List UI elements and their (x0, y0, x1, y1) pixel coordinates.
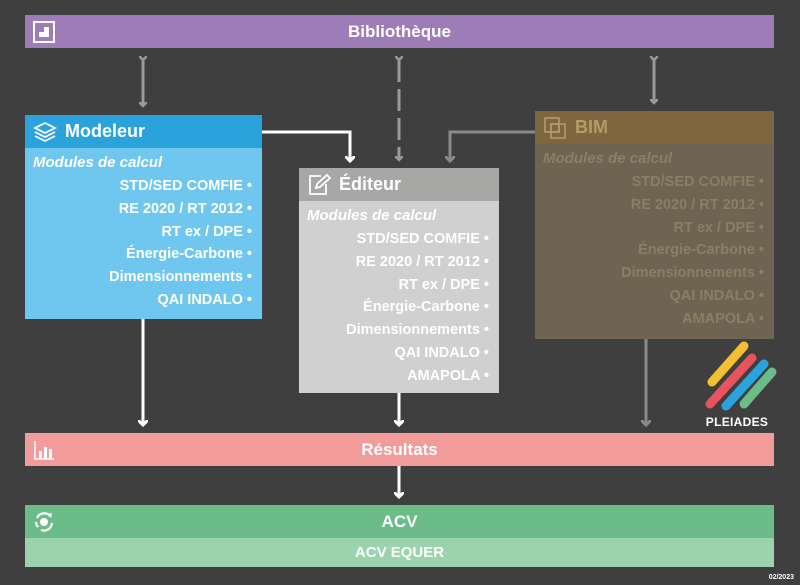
modeleur-title: Modeleur (65, 121, 146, 141)
bim-modules-title: Modules de calcul (543, 150, 673, 167)
layers-stack-icon (33, 121, 57, 142)
modeleur-modules-title: Modules de calcul (33, 154, 163, 171)
bim-module-item: AMAPOLA (543, 308, 764, 331)
editeur-box: Éditeur Modules de calcul STD/SED COMFIE… (299, 168, 499, 393)
acv-bar: ACV (25, 505, 774, 538)
arrow-modeleur-editeur (262, 130, 350, 161)
bar-chart-icon (34, 440, 54, 460)
editeur-title: Éditeur (339, 174, 402, 194)
editeur-module-item: AMAPOLA (307, 365, 489, 388)
modeleur-header: Modeleur (25, 115, 262, 148)
acv-equer-label: ACV EQUER (354, 544, 445, 561)
bim-modules-list: STD/SED COMFIE RE 2020 / RT 2012 RT ex /… (543, 171, 764, 331)
modeleur-module-item: Énergie-Carbone (33, 243, 252, 266)
editeur-module-item: Énergie-Carbone (307, 296, 489, 319)
modeleur-module-item: QAI INDALO (33, 289, 252, 312)
modeleur-box: Modeleur Modules de calcul STD/SED COMFI… (25, 115, 262, 319)
edit-pencil-icon (309, 173, 331, 195)
editeur-module-item: QAI INDALO (307, 342, 489, 365)
acv-equer-bar: ACV EQUER (25, 538, 774, 567)
editeur-module-item: RE 2020 / RT 2012 (307, 251, 489, 274)
editeur-module-item: Dimensionnements (307, 319, 489, 342)
pleiades-logo-text: PLEIADES (705, 415, 769, 429)
arrow-bim-editeur (450, 130, 535, 161)
editeur-modules-list: STD/SED COMFIE RE 2020 / RT 2012 RT ex /… (307, 228, 489, 388)
bibliotheque-label: Bibliothèque (348, 21, 451, 41)
modeleur-module-item: RE 2020 / RT 2012 (33, 198, 252, 221)
library-grid-icon (33, 20, 55, 43)
bim-squares-icon (544, 116, 566, 139)
bim-title: BIM (575, 117, 608, 137)
editeur-module-item: STD/SED COMFIE (307, 228, 489, 251)
modeleur-module-item: STD/SED COMFIE (33, 175, 252, 198)
resultats-bar: Résultats (25, 433, 774, 466)
bim-header: BIM (535, 111, 774, 144)
editeur-header: Éditeur (299, 168, 499, 201)
footer-date: 02/2023 (768, 574, 794, 581)
modeleur-module-item: Dimensionnements (33, 266, 252, 289)
bim-box: BIM Modules de calcul STD/SED COMFIE RE … (535, 111, 774, 339)
bim-module-item: Dimensionnements (543, 262, 764, 285)
resultats-label: Résultats (361, 439, 438, 459)
bibliotheque-bar: Bibliothèque (25, 15, 774, 48)
bim-module-item: QAI INDALO (543, 285, 764, 308)
editeur-module-item: RT ex / DPE (307, 274, 489, 297)
pleiades-stripes-logo (705, 341, 777, 411)
modeleur-modules-list: STD/SED COMFIE RE 2020 / RT 2012 RT ex /… (33, 175, 252, 312)
editeur-modules-title: Modules de calcul (307, 207, 437, 224)
bim-module-item: RE 2020 / RT 2012 (543, 194, 764, 217)
bim-module-item: Énergie-Carbone (543, 239, 764, 262)
bim-module-item: RT ex / DPE (543, 217, 764, 240)
recycle-globe-icon (34, 511, 54, 532)
modeleur-module-item: RT ex / DPE (33, 221, 252, 244)
bim-module-item: STD/SED COMFIE (543, 171, 764, 194)
acv-label: ACV (381, 511, 418, 531)
